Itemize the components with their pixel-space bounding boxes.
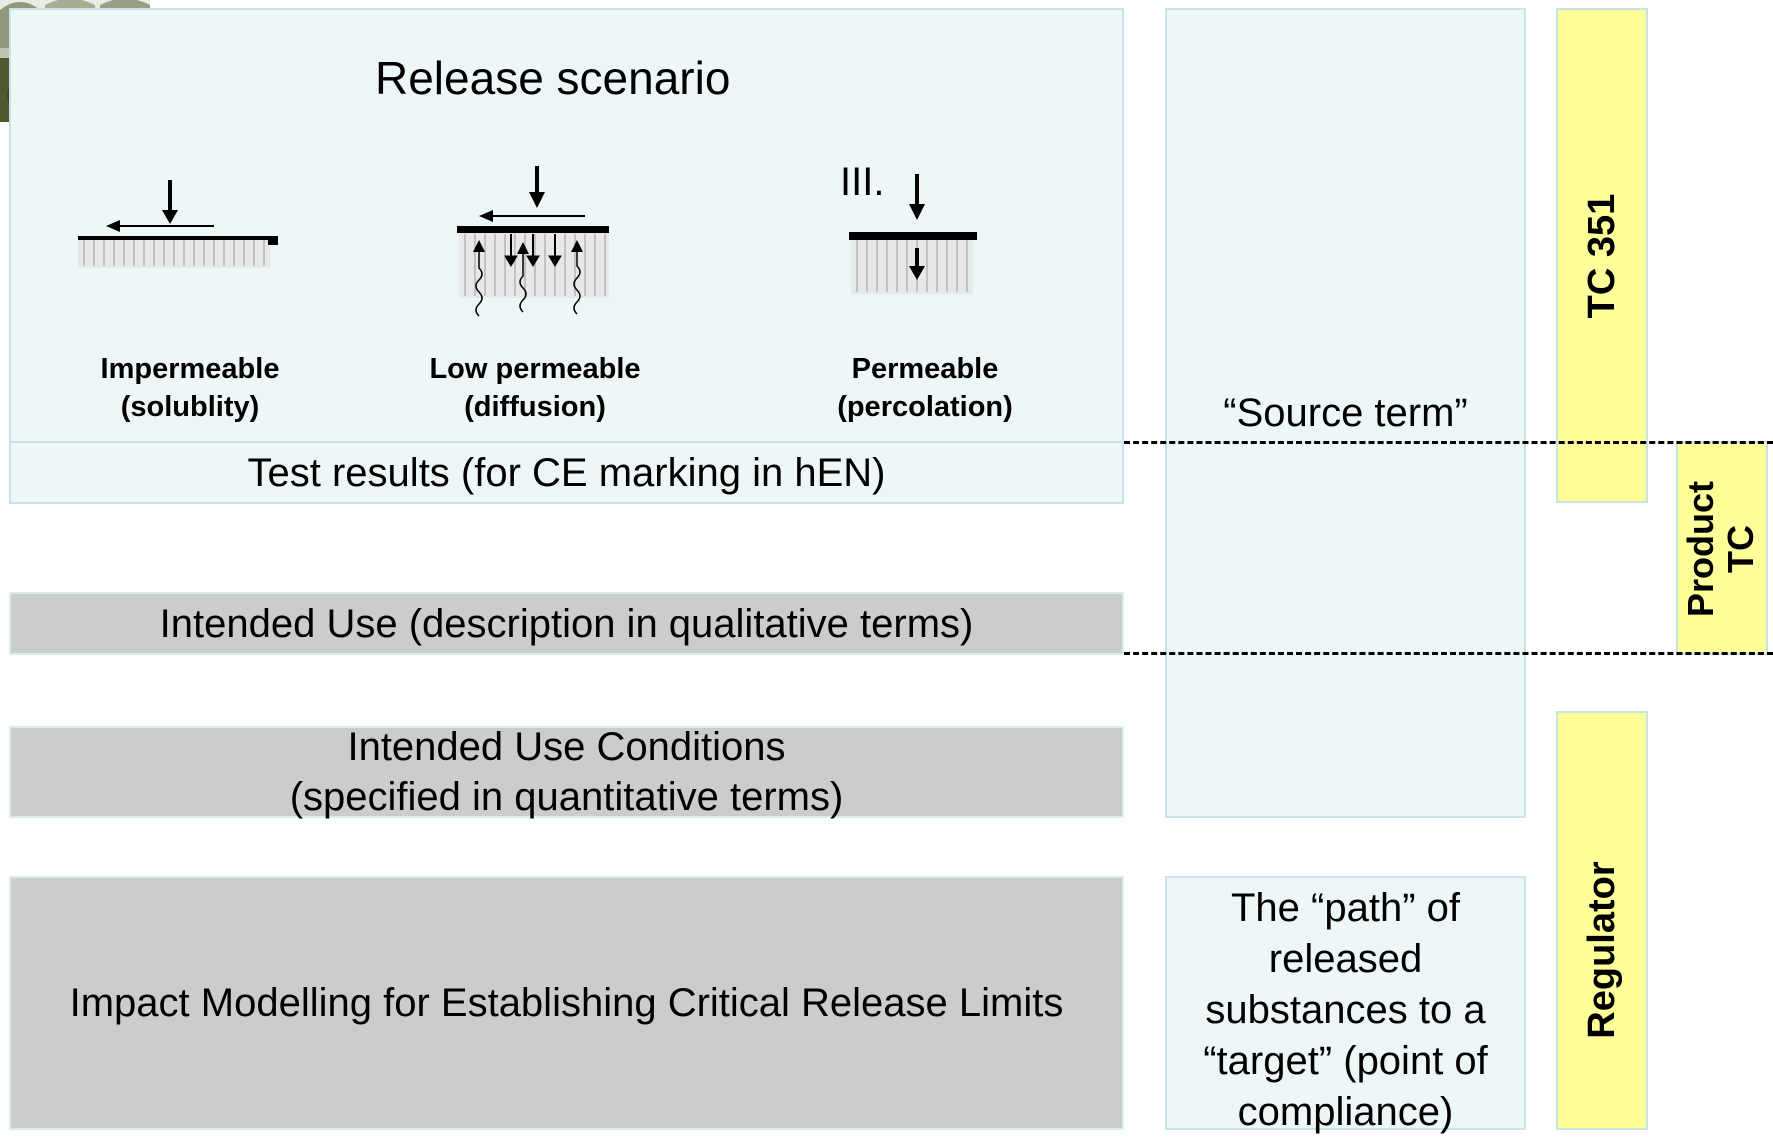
scenario-label-permeable: Permeable (percolation) [795, 350, 1055, 426]
tc351-bar [1556, 8, 1648, 503]
regulator-label: Regulator [1581, 861, 1623, 1039]
regulator-bar [1556, 711, 1648, 1130]
product-tc-bar [1676, 441, 1768, 655]
product-tc-label: Product TC [1680, 449, 1763, 649]
path-text-line5: compliance) [1237, 1090, 1454, 1134]
product-tc-line1: Product [1680, 481, 1721, 618]
product-tc-line2: TC [1720, 525, 1761, 573]
scenario-permeable-line2: (percolation) [837, 391, 1013, 423]
path-column: The “path” of released substances to a “… [1165, 876, 1526, 1134]
intended-use-conditions-line2: (specified in quantitative terms) [289, 775, 844, 819]
permeable-diagram [849, 174, 977, 294]
impermeable-diagram [78, 180, 278, 268]
path-text-line2: released [1268, 937, 1423, 981]
scenario-label-impermeable: Impermeable (solublity) [60, 350, 320, 426]
source-term-label: “Source term” [1223, 391, 1468, 435]
path-text-line4: “target” (point of [1203, 1039, 1488, 1083]
impact-modelling-box: Impact Modelling for Establishing Critic… [9, 876, 1124, 1130]
intended-use-box: Intended Use (description in qualitative… [9, 592, 1124, 655]
path-text-line1: The “path” of [1230, 886, 1460, 930]
upper-dashed-boundary [1124, 441, 1773, 444]
scenario-impermeable-line2: (solublity) [120, 391, 260, 423]
path-text-line3: substances to a [1205, 988, 1486, 1032]
lower-dashed-boundary [1124, 652, 1773, 655]
scenario-permeable-line1: Permeable [851, 353, 999, 385]
test-results-box: Test results (for CE marking in hEN) [9, 441, 1124, 504]
low-permeable-diagram [457, 166, 609, 317]
roman-three-label: III. [840, 160, 885, 204]
intended-use-conditions-line1: Intended Use Conditions [347, 725, 786, 769]
scenario-label-low-permeable: Low permeable (diffusion) [405, 350, 665, 426]
source-term-column [1165, 8, 1526, 818]
tc351-label: TC 351 [1581, 193, 1623, 319]
scenario-impermeable-line1: Impermeable [100, 353, 280, 385]
scenario-low-permeable-line1: Low permeable [429, 353, 641, 385]
intended-use-conditions-box: Intended Use Conditions (specified in qu… [9, 725, 1124, 819]
scenario-low-permeable-line2: (diffusion) [464, 391, 606, 423]
release-scenario-title: Release scenario [375, 52, 731, 104]
